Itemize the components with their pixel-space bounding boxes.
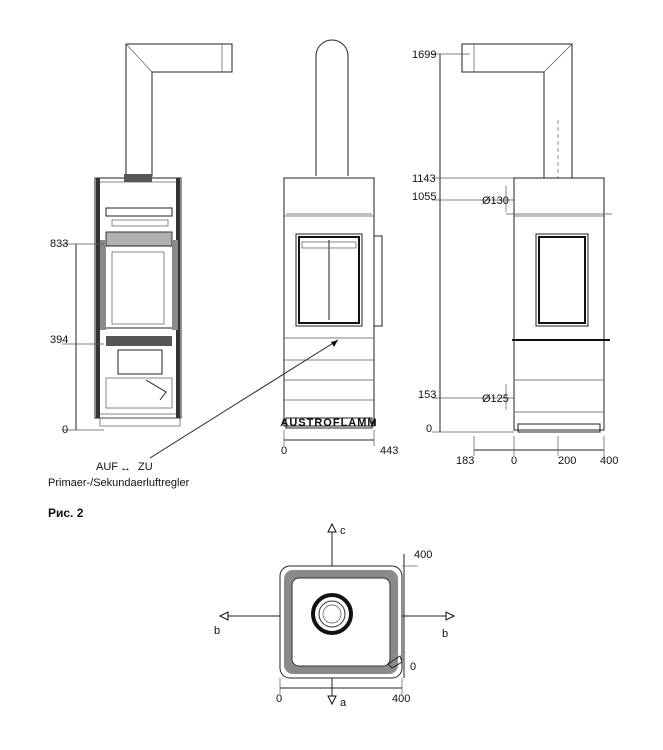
section-flue-pipe xyxy=(125,43,233,177)
side-dim-400: 400 xyxy=(600,455,618,467)
front-dim-443: 443 xyxy=(380,445,398,457)
side-dim-0: 0 xyxy=(426,423,432,435)
front-view: AUSTROFLAMM 0 443 xyxy=(280,39,398,457)
side-dim-200: 200 xyxy=(558,455,576,467)
plan-axis-a: a xyxy=(340,697,347,709)
front-flue-pipe xyxy=(315,39,349,176)
front-door-handle xyxy=(373,235,383,327)
plan-view: c a b b 400 0 0 400 xyxy=(214,522,456,709)
side-dim-dia130: Ø130 xyxy=(482,195,509,207)
regulator-arrow-icon: ↔ xyxy=(120,462,131,474)
front-brand-plate: AUSTROFLAMM xyxy=(280,417,377,429)
regulator-label: Primaer-/Sekundaerluftregler xyxy=(48,477,190,489)
figure-caption: Рис. 2 xyxy=(48,506,84,520)
plan-flue-ring xyxy=(311,593,353,635)
front-dim-0: 0 xyxy=(281,445,287,457)
side-view: 1699 1143 1055 153 0 Ø130 Ø125 183 0 200… xyxy=(412,43,618,467)
regulator-leader xyxy=(149,339,339,459)
section-view: 833 394 0 xyxy=(50,43,233,436)
section-dim-833: 833 xyxy=(50,238,68,250)
side-dim-bottom-0: 0 xyxy=(511,455,517,467)
side-dim-153: 153 xyxy=(418,389,436,401)
section-stove-body xyxy=(94,174,182,427)
plan-dim-0-right: 0 xyxy=(410,661,416,673)
plan-axis-b-left: b xyxy=(214,625,220,637)
side-dim-dia125: Ø125 xyxy=(482,393,509,405)
side-dim-1143: 1143 xyxy=(412,173,436,185)
side-flue-pipe xyxy=(461,43,573,179)
section-dim-394: 394 xyxy=(50,334,68,346)
side-window xyxy=(535,233,589,327)
plan-outer-body xyxy=(279,565,403,679)
regulator-zu: ZU xyxy=(138,461,153,473)
plan-axis-b-right: b xyxy=(442,628,448,640)
side-dim-1055: 1055 xyxy=(412,191,436,203)
section-dimension-line xyxy=(62,243,104,431)
section-dim-0: 0 xyxy=(62,424,68,436)
side-dim-1699: 1699 xyxy=(412,49,436,61)
front-door xyxy=(295,233,363,327)
side-stove-body xyxy=(513,177,605,431)
regulator-auf: AUF xyxy=(96,461,118,473)
plan-dim-400-top: 400 xyxy=(414,549,432,561)
plan-axis-c: c xyxy=(340,525,346,537)
plan-dim-400-bottom: 400 xyxy=(392,693,410,705)
plan-dim-0-bottom: 0 xyxy=(276,693,282,705)
side-dim-183: 183 xyxy=(456,455,474,467)
